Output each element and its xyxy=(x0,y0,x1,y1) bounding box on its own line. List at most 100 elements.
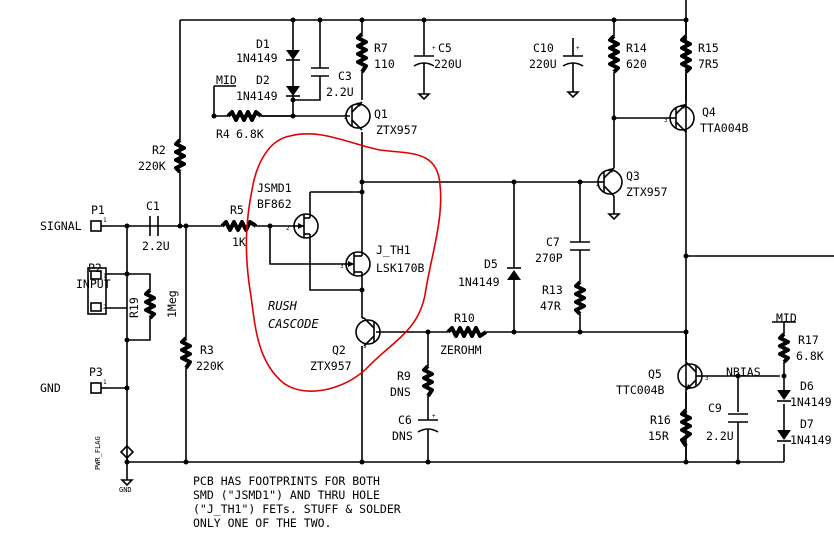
diode-d2-symbol xyxy=(286,84,300,100)
q4-value: TTA004B xyxy=(700,121,749,135)
c1-ref: C1 xyxy=(146,199,160,213)
resistor-r16-symbol xyxy=(680,408,692,448)
jsmd1-value: BF862 xyxy=(257,197,292,211)
q5-ref: Q5 xyxy=(648,367,662,381)
r16-value: 15R xyxy=(648,429,669,443)
note-line-4: ONLY ONE OF THE TWO. xyxy=(193,516,331,530)
diode-d7-symbol xyxy=(777,430,791,442)
pin-q3-2: 2 xyxy=(596,181,600,188)
resistor-r3-symbol xyxy=(180,336,192,370)
resistor-r7-symbol xyxy=(356,32,368,74)
r17-ref: R17 xyxy=(798,333,819,347)
pin-p2-1: 1 xyxy=(103,273,107,280)
note-line-2: SMD ("JSMD1") AND THRU HOLE xyxy=(193,488,380,502)
c9-value: 2.2U xyxy=(706,429,734,443)
d1-value: 1N4149 xyxy=(236,51,278,65)
rush-cascode-outline xyxy=(245,133,442,392)
capacitor-c5-symbol xyxy=(413,52,435,100)
c5-ref: C5 xyxy=(438,41,452,55)
p3-value: GND xyxy=(40,381,61,395)
d7-value: 1N4149 xyxy=(790,433,832,447)
r14-value: 620 xyxy=(626,57,647,71)
r14-ref: R14 xyxy=(626,41,647,55)
d6-ref: D6 xyxy=(800,379,814,393)
pin-p1: 1 xyxy=(103,217,107,224)
p3-ref: P3 xyxy=(89,365,103,379)
resistor-r2-symbol xyxy=(174,138,186,174)
resistor-r17-symbol xyxy=(778,332,790,364)
pin-p2-2: 2 xyxy=(103,304,107,311)
r19-ref: R19 xyxy=(127,297,141,318)
transistor-q3-symbol xyxy=(597,167,623,220)
d5-value: 1N4149 xyxy=(458,275,500,289)
q5-value: TTC004B xyxy=(616,383,665,397)
r15-ref: R15 xyxy=(698,41,719,55)
pin-jsmd1-2: 2 xyxy=(286,225,290,232)
r3-value: 220K xyxy=(196,359,224,373)
q1-value: ZTX957 xyxy=(376,123,418,137)
diode-d1-symbol xyxy=(286,38,300,61)
r10-ref: R10 xyxy=(454,311,475,325)
r3-ref: R3 xyxy=(200,343,214,357)
connector-p1-symbol xyxy=(90,220,106,232)
c3-ref: C3 xyxy=(338,69,352,83)
c1-value: 2.2U xyxy=(142,239,170,253)
note-line-1: PCB HAS FOOTPRINTS FOR BOTH xyxy=(193,474,380,488)
d1-ref: D1 xyxy=(256,37,270,51)
pin-q4-3: 3 xyxy=(664,117,668,124)
rush-label: RUSH xyxy=(268,299,298,313)
mid-left-label: MID xyxy=(216,73,237,87)
transistor-q4-symbol xyxy=(669,103,695,133)
pwr-flag-label: PWR_FLAG xyxy=(94,436,102,470)
resistor-r19-symbol xyxy=(144,288,156,320)
c10-ref: C10 xyxy=(533,41,554,55)
jth1-value: LSK170B xyxy=(376,261,425,275)
transistor-q1-symbol xyxy=(345,101,371,131)
r13-value: 47R xyxy=(540,299,561,313)
labels: D1 1N4149 D2 1N4149 C3 2.2U R7 110 C5 22… xyxy=(40,37,832,530)
pwr-flag-symbol xyxy=(119,444,135,486)
resistor-r9-symbol xyxy=(422,364,434,398)
c5-plus: + xyxy=(432,45,436,52)
capacitor-c3-symbol xyxy=(311,67,329,82)
resistor-r13-symbol xyxy=(574,280,586,316)
r7-value: 110 xyxy=(374,57,395,71)
resistor-r5-symbol xyxy=(220,220,258,232)
resistor-r10-symbol xyxy=(446,326,488,338)
pin-q5-3: 3 xyxy=(705,375,709,382)
capacitor-c7-symbol xyxy=(570,241,590,256)
r9-value: DNS xyxy=(390,385,411,399)
d2-ref: D2 xyxy=(256,73,270,87)
jth1-ref: J_TH1 xyxy=(376,243,411,257)
q3-value: ZTX957 xyxy=(626,185,668,199)
connector-p2-symbol xyxy=(87,267,107,315)
q2-ref: Q2 xyxy=(332,343,346,357)
p1-value: SIGNAL xyxy=(40,219,82,233)
junctions xyxy=(124,17,787,465)
wires xyxy=(106,0,834,476)
c3-value: 2.2U xyxy=(326,85,354,99)
jfet-jth1-symbol xyxy=(345,248,371,277)
r4-ref: R4 xyxy=(216,127,230,141)
p2-ref: P2 xyxy=(88,261,102,275)
r19-value: 1Meg xyxy=(165,290,179,318)
d6-value: 1N4149 xyxy=(790,395,832,409)
gnd-label: GND xyxy=(119,486,132,494)
diode-d6-symbol xyxy=(777,386,791,402)
r2-ref: R2 xyxy=(152,143,166,157)
r15-value: 7R5 xyxy=(698,57,719,71)
diode-d5-symbol xyxy=(507,260,521,280)
resistor-r4-symbol xyxy=(226,110,263,122)
mid-right-label: MID xyxy=(776,311,797,325)
capacitor-c6-symbol xyxy=(417,416,439,444)
r9-ref: R9 xyxy=(397,369,411,383)
p1-ref: P1 xyxy=(91,203,105,217)
pin-jth1-3: 3 xyxy=(340,263,344,270)
transistor-q5-symbol xyxy=(677,361,704,391)
p2-value: INPUT xyxy=(76,277,111,291)
q1-ref: Q1 xyxy=(374,107,388,121)
r16-ref: R16 xyxy=(650,413,671,427)
c5-value: 220U xyxy=(434,57,462,71)
c10-plus: + xyxy=(576,45,580,52)
